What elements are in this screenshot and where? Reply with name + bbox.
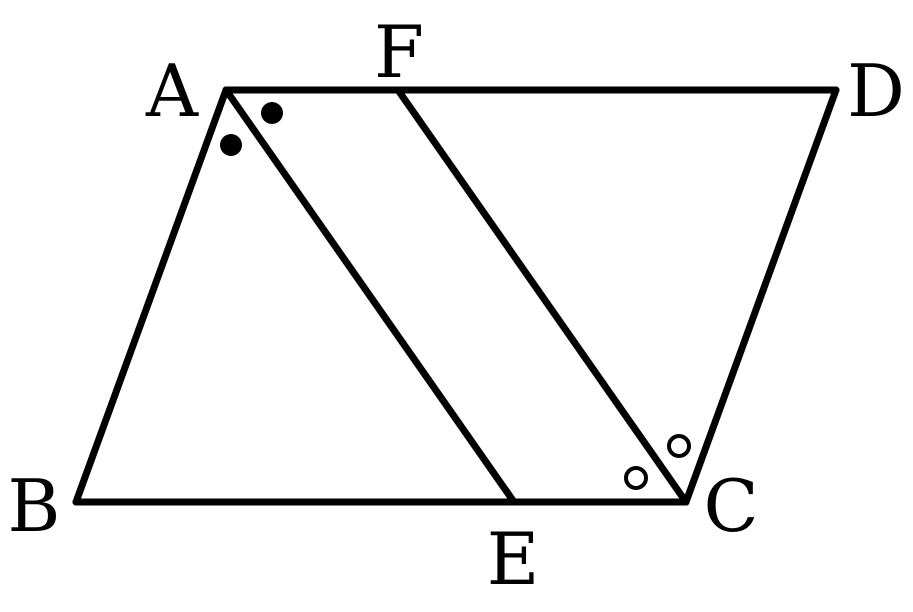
angle-mark-a-lower (220, 134, 242, 156)
point-label-a: A (145, 49, 199, 133)
angle-mark-c-upper (667, 434, 691, 458)
segment-cd (682, 86, 840, 506)
segment-ae (222, 86, 518, 506)
point-label-e: E (487, 517, 540, 601)
segment-ab (72, 86, 230, 506)
point-label-b: B (8, 464, 61, 548)
angle-mark-a-upper (261, 102, 283, 124)
point-label-c: C (703, 464, 758, 548)
point-label-f: F (374, 10, 424, 94)
segment-cf (394, 86, 690, 506)
point-label-d: D (847, 49, 905, 133)
angle-mark-c-lower (624, 466, 648, 490)
